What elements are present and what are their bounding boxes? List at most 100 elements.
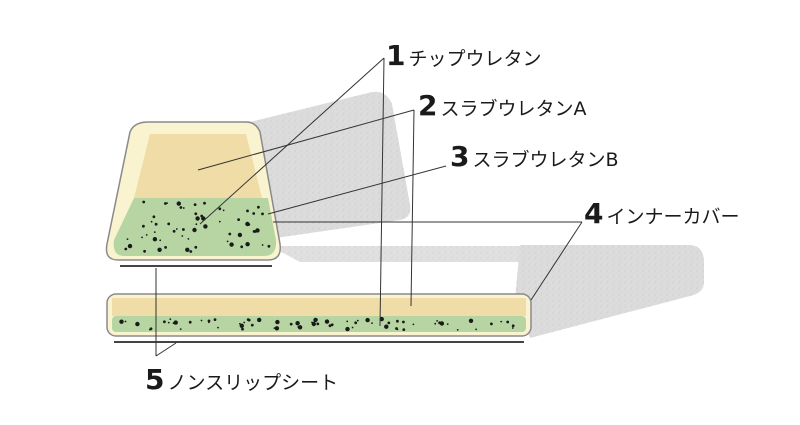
chip-dot	[365, 317, 370, 323]
leader-line-1	[199, 57, 385, 327]
chip-dot	[346, 320, 349, 323]
chip-dot	[511, 324, 515, 328]
chip-dot	[396, 328, 399, 331]
chip-dot	[169, 318, 172, 320]
chip-dot	[354, 321, 358, 325]
chip-dot	[194, 212, 198, 216]
chip-dot	[182, 207, 185, 209]
chip-dot	[506, 320, 510, 324]
chip-dot	[275, 319, 280, 325]
chip-dot	[164, 202, 167, 205]
callout-label: インナーカバー	[606, 206, 740, 228]
flat-mattress-back-body	[515, 245, 704, 338]
chip-dot	[490, 322, 493, 326]
chip-dot	[119, 319, 124, 324]
chip-dot	[226, 240, 229, 243]
leader-line-5	[155, 268, 177, 357]
chip-dot	[179, 328, 182, 330]
chip-dot	[194, 245, 198, 249]
flat-slab-a-layer	[112, 298, 526, 316]
chip-dot	[164, 246, 168, 249]
chip-dot	[434, 322, 437, 325]
callout-number: 2	[418, 89, 438, 122]
flat-mattress-top-band	[270, 246, 690, 262]
chip-dot	[351, 326, 354, 329]
chip-dot	[217, 326, 219, 329]
leader-line-4	[273, 221, 583, 301]
chip-dot	[154, 222, 158, 226]
chip-dot	[243, 321, 246, 324]
callout-number: 5	[145, 363, 165, 396]
chip-dot	[166, 202, 169, 205]
folded-chip-dots	[124, 200, 271, 253]
chip-dot	[246, 209, 249, 213]
chip-dot	[163, 320, 166, 324]
chip-dot	[126, 238, 129, 241]
chip-dot	[267, 244, 271, 248]
chip-dot	[187, 238, 190, 240]
chip-dot	[229, 242, 234, 247]
chip-dot	[192, 227, 197, 233]
chip-dot	[213, 318, 217, 321]
chip-dot	[150, 220, 153, 223]
flat-section-cross-section	[106, 293, 532, 343]
chip-dot	[135, 321, 140, 327]
chip-dot	[252, 230, 256, 233]
chip-dot	[143, 249, 147, 253]
chip-dot	[345, 326, 350, 332]
chip-dot	[188, 320, 192, 324]
chip-dot	[124, 320, 127, 323]
chip-dot	[245, 242, 250, 247]
chip-dot	[261, 244, 264, 246]
chip-dot	[297, 325, 301, 329]
chip-dot	[245, 221, 250, 227]
callout-slab-urethane-a: 2 スラブウレタンA	[418, 92, 586, 120]
leader-line-2	[197, 109, 415, 307]
chip-dot	[203, 224, 208, 229]
chip-dot	[316, 318, 318, 321]
chip-dot	[207, 319, 211, 323]
chip-dot	[311, 321, 316, 327]
leader-line-3	[267, 165, 447, 215]
chip-dot	[142, 200, 146, 204]
chip-dot	[255, 228, 260, 233]
chip-dot	[330, 323, 334, 327]
chip-dot	[222, 209, 225, 212]
chip-dot	[185, 247, 190, 252]
folded-chip-urethane-layer	[113, 198, 277, 256]
chip-dot	[172, 229, 176, 233]
chip-dot	[218, 220, 221, 223]
chip-dot	[295, 321, 300, 326]
chip-dot	[500, 320, 503, 323]
chip-dot	[152, 237, 158, 242]
chip-dot	[237, 232, 243, 238]
chip-dot	[328, 324, 332, 328]
callout-label: スラブウレタンB	[472, 149, 619, 171]
chip-dot	[175, 228, 178, 230]
chip-dot	[261, 212, 264, 216]
chip-dot	[179, 206, 183, 209]
chip-dot	[200, 214, 204, 218]
callout-number: 4	[584, 197, 604, 230]
chip-dot	[324, 319, 330, 324]
chip-dot	[200, 319, 203, 322]
callout-slab-urethane-b: 3 スラブウレタンB	[450, 143, 619, 171]
folded-section-cross-section	[105, 121, 281, 267]
chip-dot	[127, 243, 133, 249]
chip-dot	[141, 236, 144, 239]
chip-dot	[356, 319, 359, 322]
chip-dot	[167, 321, 170, 324]
chip-dot	[173, 320, 178, 325]
chip-dot	[149, 328, 151, 331]
chip-dot	[402, 328, 406, 331]
chip-dot	[252, 212, 256, 215]
chip-dot	[446, 323, 449, 325]
chip-dot	[176, 201, 181, 206]
chip-dot	[195, 216, 200, 221]
chip-dot	[157, 247, 162, 252]
callout-chip-urethane: 1 チップウレタン	[386, 42, 542, 70]
callout-non-slip-sheet: 5 ノンスリップシート	[145, 366, 338, 394]
chip-dot	[203, 201, 206, 205]
chip-dot	[371, 322, 373, 324]
chip-dot	[456, 329, 459, 331]
